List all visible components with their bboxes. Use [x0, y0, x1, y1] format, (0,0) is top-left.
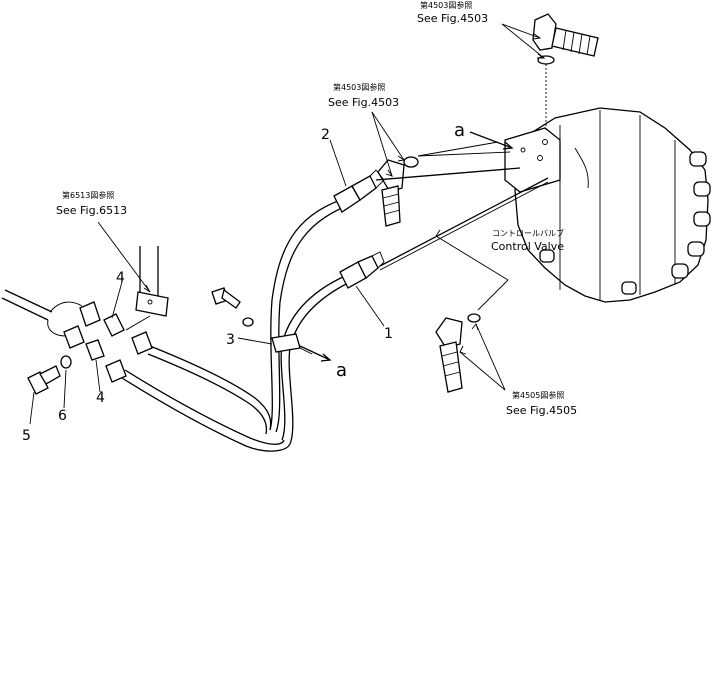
part-number-4-upper: 4 [116, 270, 125, 286]
center-bolt [211, 287, 254, 327]
top-elbow-fitting [532, 13, 599, 130]
callout-left-jp: 第6513図参照 [62, 190, 114, 200]
part-number-3: 3 [226, 332, 235, 348]
part-number-6: 6 [58, 408, 67, 424]
part-number-1: 1 [384, 326, 393, 342]
control-valve [504, 107, 711, 303]
hoses [121, 195, 357, 452]
left-cable [1, 289, 83, 337]
o-ring-top [537, 55, 555, 65]
bolt-5 [27, 365, 61, 395]
part-number-4-lower: 4 [96, 390, 105, 406]
o-ring-middle [403, 156, 419, 168]
callout-bottom-en: See Fig.4505 [506, 404, 577, 417]
callout-middle-jp: 第4503図参照 [333, 82, 385, 92]
washer-6 [60, 355, 72, 369]
middle-elbow-fitting [377, 151, 511, 227]
left-fittings [63, 301, 153, 383]
left-bracket [135, 246, 169, 317]
callout-top-jp: 第4503図参照 [420, 0, 472, 10]
callout-middle-en: See Fig.4503 [328, 96, 399, 109]
control-valve-en: Control Valve [491, 240, 564, 253]
valve-spool-caps [539, 151, 711, 295]
part-number-5: 5 [22, 428, 31, 444]
o-ring-bottom [467, 313, 481, 323]
hose-fitting-1 [339, 251, 385, 289]
callout-left-en: See Fig.6513 [56, 204, 127, 217]
callout-bottom-jp: 第4505図参照 [512, 390, 564, 400]
control-valve-jp: コントロールバルブ [492, 228, 564, 238]
view-marker-a-bottom: a [336, 360, 347, 381]
hose-fitting-2 [333, 169, 385, 213]
bottom-elbow-fitting [435, 313, 481, 393]
callout-top-en: See Fig.4503 [417, 12, 488, 25]
view-marker-a-top: a [454, 120, 465, 141]
part-number-2: 2 [321, 127, 330, 143]
clamp-3 [271, 333, 313, 355]
